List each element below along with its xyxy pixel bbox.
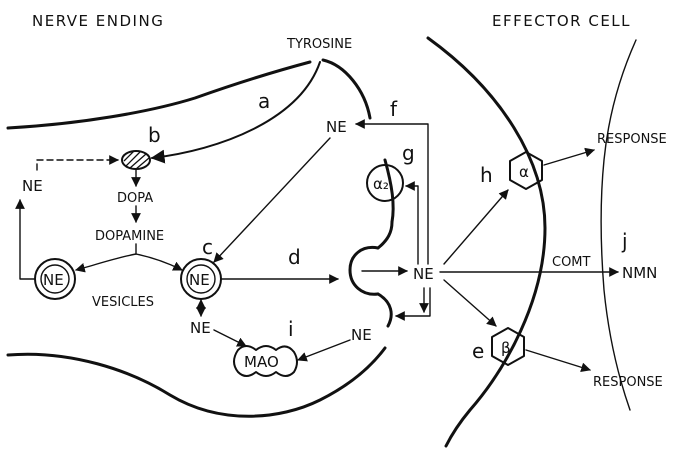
beta-receptor-label: β xyxy=(501,339,511,357)
step-f-label: f xyxy=(390,97,398,121)
mao-label: MAO xyxy=(244,353,279,371)
tyrosine-uptake-arrow xyxy=(150,61,321,164)
vesicle-leak-arrow xyxy=(15,199,36,280)
nerve-membrane-upper xyxy=(6,60,312,130)
ne-to-alpha-arrow xyxy=(443,189,509,265)
tyrosine-label: TYROSINE xyxy=(286,37,352,52)
alpha-receptor xyxy=(509,151,543,190)
effector-cell-title: EFFECTOR CELL xyxy=(492,12,631,30)
presynaptic-membrane-top xyxy=(383,158,395,224)
comt-label: COMT xyxy=(552,255,591,270)
beta-receptor xyxy=(491,327,525,366)
free-ne-label: NE xyxy=(190,319,211,337)
vesicle-left-ne-label: NE xyxy=(43,271,64,289)
step-a-label: a xyxy=(258,89,270,113)
alpha-receptor-label: α xyxy=(519,163,529,181)
ne-to-beta-arrow xyxy=(443,279,497,327)
nerve-membrane-upper-terminal xyxy=(321,58,372,120)
alpha2-receptor-label: α₂ xyxy=(373,175,389,193)
step-e-label: e xyxy=(472,339,484,363)
nerve-ending-title: NERVE ENDING xyxy=(32,12,164,30)
step-b-label: b xyxy=(148,123,161,147)
alpha-response-arrow xyxy=(543,147,595,166)
step-d-label: d xyxy=(288,245,301,269)
dopamine-label: DOPAMINE xyxy=(95,229,164,244)
tyrosine-hydroxylase-enzyme xyxy=(121,150,151,170)
synaptic-ne-label: NE xyxy=(413,265,434,283)
presynaptic-membrane-bottom xyxy=(376,292,393,328)
mao-enzyme xyxy=(233,345,298,377)
presynaptic-membrane-mid xyxy=(376,220,394,250)
nmn-label: NMN xyxy=(622,264,657,282)
effector-outer-membrane xyxy=(600,39,637,411)
presynaptic-receptor-site xyxy=(348,245,380,296)
reuptake-to-vesicle-arrow xyxy=(213,137,331,263)
step-i-label: i xyxy=(288,317,294,341)
effector-membrane xyxy=(426,36,547,448)
beta-response-arrow xyxy=(525,349,591,373)
cytoplasmic-ne-label: NE xyxy=(22,177,43,195)
lower-ne-to-mao-arrow xyxy=(297,339,351,362)
beta-response-label: RESPONSE xyxy=(593,375,663,390)
lower-ne-label: NE xyxy=(351,326,372,344)
reuptake-ne-label: NE xyxy=(326,118,347,136)
dopa-label: DOPA xyxy=(117,191,153,206)
vesicles-label: VESICLES xyxy=(92,295,154,310)
step-h-label: h xyxy=(480,163,493,187)
alpha2-receptor xyxy=(366,164,404,202)
dopamine-to-left-vesicle-arrow xyxy=(75,253,137,273)
reuptake-arrow xyxy=(355,119,429,265)
dopamine-to-right-vesicle-arrow xyxy=(135,253,183,271)
step-c-label: c xyxy=(202,235,213,259)
alpha-response-label: RESPONSE xyxy=(597,132,667,147)
feedback-inhibition-arrow xyxy=(36,155,119,171)
step-g-label: g xyxy=(402,141,415,165)
cleft-to-lower-ne-arrow xyxy=(395,287,431,321)
vesicle-right-ne-label: NE xyxy=(189,271,210,289)
step-j-label: j xyxy=(621,229,628,253)
ne-to-mao-arrow xyxy=(213,329,247,347)
nerve-membrane-lower xyxy=(6,346,387,418)
alpha2-activation-arrow xyxy=(405,181,419,265)
